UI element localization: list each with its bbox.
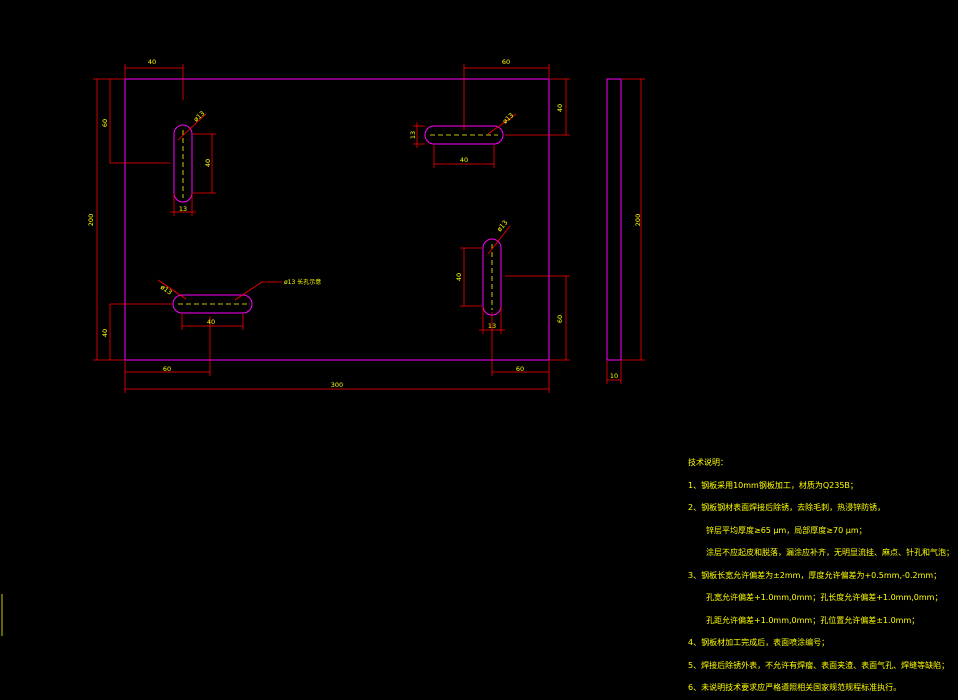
dim-right-bottom-60: 60 [556, 315, 564, 323]
dimension-texts: 40 60 60 200 40 40 60 60 60 300 200 10 4… [87, 58, 642, 389]
dimension-lines [1, 64, 645, 636]
note-3: 3、钢板长宽允许偏差为±2mm，厚度允许偏差为+0.5mm,-0.2mm； [688, 570, 942, 580]
dim-top-right: 60 [502, 58, 510, 66]
radius-label-1: ø13 [192, 109, 206, 123]
side-view-outline [606, 78, 622, 361]
dim-top-left: 40 [148, 58, 156, 66]
note-4: 4、钢板材加工完成后，表面喷涂编号； [688, 638, 830, 647]
technical-notes: 技术说明： 1、钢板采用10mm钢板加工，材质为Q235B； 2、钢板钢材表面焊… [688, 452, 953, 700]
note-1: 1、钢板采用10mm钢板加工，材质为Q235B； [688, 480, 858, 490]
slot-bottom-left [172, 294, 253, 314]
note-5: 5、焊接后除锈外表，不允许有焊瘤、表面夹渣、表面气孔、焊缝等缺陷； [688, 660, 950, 670]
dim-slot4-40: 40 [455, 273, 463, 281]
dim-left-bottom-40: 40 [101, 329, 109, 337]
dim-height-200: 200 [87, 214, 95, 226]
radius-label-2: ø13 [501, 111, 515, 125]
center-lines [178, 130, 498, 310]
dim-side-200: 200 [634, 214, 642, 226]
note-3a: 孔宽允许偏差+1.0mm,0mm；孔长度允许偏差+1.0mm,0mm； [706, 593, 943, 602]
note-2b: 涂层不应起皮和脱落，漏涂应补齐，无明显流挂、麻点、针孔和气泡； [706, 548, 953, 557]
slot-top-right [424, 125, 504, 145]
slot-bottom-right [482, 238, 502, 316]
note-3b: 孔距允许偏差+1.0mm,0mm；孔位置允许偏差±1.0mm； [706, 615, 920, 625]
dim-slot2-40: 40 [460, 156, 468, 164]
notes-title: 技术说明： [688, 458, 728, 467]
dim-thickness-10: 10 [610, 372, 618, 380]
dim-right-40: 40 [556, 104, 564, 112]
radius-label-4: ø13 [495, 219, 509, 234]
note-6: 6、未说明技术要求应严格遵照相关国家规范规程标准执行。 [688, 683, 902, 692]
dim-slot1-40: 40 [204, 159, 212, 167]
dim-slot3-40: 40 [207, 318, 215, 326]
dim-slot1-13: 13 [179, 205, 187, 213]
note-2: 2、钢板钢材表面焊接后除锈，去除毛刺，热浸锌防锈， [688, 503, 886, 512]
slot-note: ø13 长孔示意 [284, 278, 321, 286]
radius-label-3: ø13 [159, 283, 174, 297]
dim-slot4-13: 13 [488, 322, 496, 330]
slot-top-left [173, 124, 193, 203]
dim-width-300: 300 [331, 381, 343, 389]
note-2a: 锌层平均厚度≥65 μm，局部厚度≥70 μm； [706, 525, 867, 535]
dim-left-60: 60 [101, 119, 109, 127]
dim-bottom-right-60: 60 [516, 365, 524, 373]
plate-outline [124, 78, 550, 361]
dim-bottom-left-60: 60 [163, 365, 171, 373]
dim-slot2-13: 13 [409, 131, 417, 139]
